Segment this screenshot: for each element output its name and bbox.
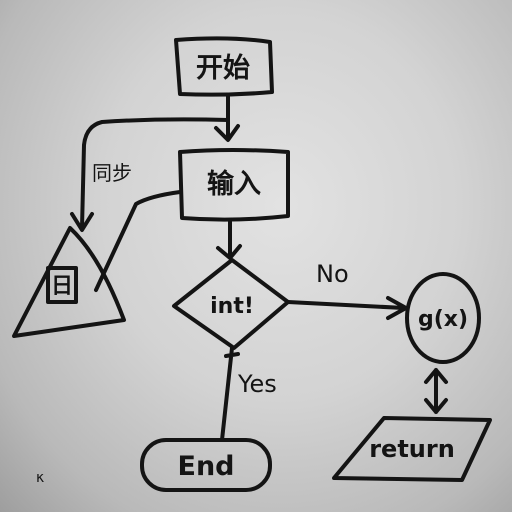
database-label: 日 [51,274,73,299]
arrow-yes [220,346,240,442]
stray-mark: κ [36,470,44,486]
return-parallelogram [332,416,492,482]
decision-label: int! [210,294,254,319]
end-terminal [140,438,272,492]
database-inner-box [46,266,78,304]
function-label: g(x) [418,307,468,332]
sync-arrow-line [70,117,230,232]
arrow-function-return [424,368,448,414]
arrow-input-to-decision [216,218,242,260]
database-triangle [12,226,126,338]
function-ellipse [405,272,481,364]
input-label: 输入 [207,168,261,200]
input-to-database-line [94,190,182,292]
arrow-start-to-input [214,93,240,142]
end-label: End [178,451,235,482]
arrow-no [286,296,408,320]
no-label: No [316,260,349,288]
start-label: 开始 [196,52,250,84]
start-box [174,36,274,97]
input-box [178,148,290,222]
sync-label: 同步 [92,161,132,185]
yes-label: Yes [237,370,277,398]
return-label: return [369,435,455,463]
